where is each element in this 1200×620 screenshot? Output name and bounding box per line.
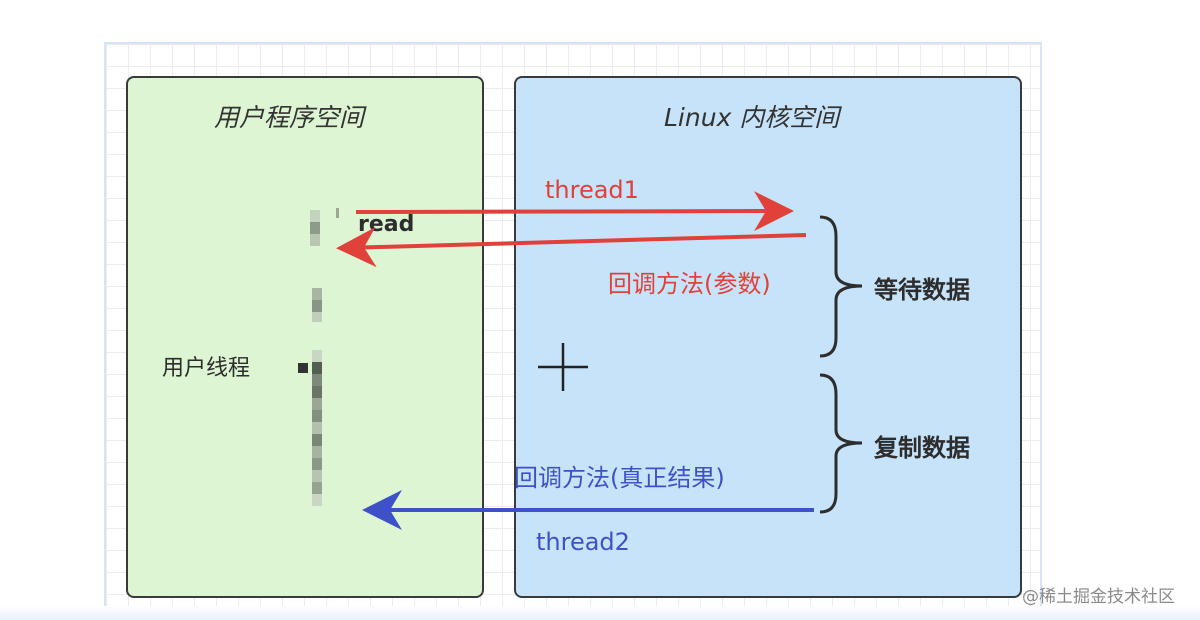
thread1-label: thread1 [545,176,639,204]
thread1-request-arrow [355,191,794,232]
bottom-band [0,606,1200,620]
callback-params-return-arrow [336,227,807,268]
wait-data-label: 等待数据 [874,276,970,304]
thread2-label: thread2 [536,528,630,556]
copy-data-label: 复制数据 [874,434,970,462]
kernel-space-title: Linux 内核空间 [664,103,840,132]
callback-params-label: 回调方法(参数) [608,270,771,298]
user-space-title: 用户程序空间 [214,103,365,132]
user-thread-label: 用户线程 [162,356,251,381]
copy-data-brace [819,373,863,514]
callback-result-label: 回调方法(真正结果) [514,464,725,492]
watermark-text: @稀土掘金技术社区 [1022,587,1175,607]
wait-data-brace [819,215,863,358]
